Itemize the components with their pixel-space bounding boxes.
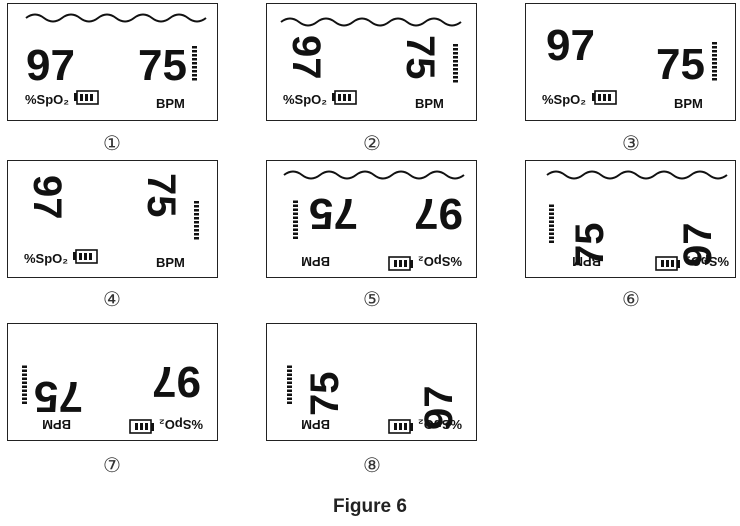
spo2-value: 97 bbox=[26, 41, 75, 90]
pulse-label: BPM bbox=[301, 417, 330, 432]
pleth-waveform-icon bbox=[283, 170, 465, 180]
battery-icon bbox=[73, 249, 98, 264]
spo2-label: %SpO₂ bbox=[542, 92, 586, 107]
figure-caption: Figure 6 bbox=[333, 496, 407, 517]
spo2-label: %SpO₂ bbox=[685, 254, 729, 269]
panel-content: 97 75 %SpO₂ BPM bbox=[280, 17, 462, 111]
battery-icon bbox=[129, 419, 154, 434]
battery-icon bbox=[332, 90, 357, 105]
pulse-value: 75 bbox=[656, 40, 705, 89]
panel-content: 97 75 %SpO₂ BPM bbox=[542, 21, 717, 111]
spo2-value: 97 bbox=[152, 357, 201, 406]
display-panel-3: 97 75 %SpO₂ BPM bbox=[525, 3, 736, 121]
pulse-bar-icon bbox=[22, 365, 27, 404]
pulse-bar-icon bbox=[192, 46, 197, 81]
pulse-label: BPM bbox=[156, 255, 185, 270]
spo2-label: %SpO₂ bbox=[24, 251, 68, 266]
pulse-bar-icon bbox=[287, 365, 292, 404]
pulse-bar-icon bbox=[194, 201, 199, 240]
panel-marker-3: ③ bbox=[622, 131, 640, 155]
panel-content: 97 75 %SpO₂ BPM bbox=[546, 170, 729, 271]
battery-icon bbox=[74, 90, 99, 105]
pulse-label: BPM bbox=[42, 417, 71, 432]
pulse-bar-icon bbox=[293, 200, 298, 239]
battery-icon bbox=[592, 90, 617, 105]
spo2-value: 97 bbox=[414, 189, 463, 238]
pulse-label: BPM bbox=[415, 96, 444, 111]
battery-icon bbox=[655, 256, 680, 271]
spo2-value: 97 bbox=[284, 35, 328, 80]
pulse-value: 75 bbox=[34, 372, 83, 421]
display-panel-7: 97 75 %SpO₂ BPM bbox=[7, 323, 218, 441]
pulse-label: BPM bbox=[674, 96, 703, 111]
panel-marker-2: ② bbox=[363, 131, 381, 155]
spo2-value: 97 bbox=[417, 386, 461, 431]
panel-marker-8: ⑧ bbox=[363, 453, 381, 477]
pulse-value: 75 bbox=[568, 223, 612, 268]
pulse-bar-icon bbox=[453, 44, 458, 83]
pulse-bar-icon bbox=[549, 204, 554, 243]
spo2-value: 97 bbox=[25, 175, 69, 220]
pleth-waveform-icon bbox=[280, 17, 462, 27]
spo2-label: %SpO₂ bbox=[159, 417, 203, 432]
battery-icon bbox=[388, 256, 413, 271]
display-panel-2: 97 75 %SpO₂ BPM bbox=[266, 3, 477, 121]
panel-content: 97 75 %SpO₂ BPM bbox=[24, 173, 199, 270]
spo2-label: %SpO₂ bbox=[418, 254, 462, 269]
panel-marker-5: ⑤ bbox=[363, 287, 381, 311]
pulse-bar-icon bbox=[712, 42, 717, 81]
panel-marker-4: ④ bbox=[103, 287, 121, 311]
panel-marker-7: ⑦ bbox=[103, 453, 121, 477]
display-panel-5: 97 75 %SpO₂ BPM bbox=[266, 160, 477, 278]
panel-content: 97 75 %SpO₂ BPM bbox=[22, 357, 203, 434]
pulse-label: BPM bbox=[572, 254, 601, 269]
display-panel-1: 97 75 %SpO₂ BPM bbox=[7, 3, 218, 121]
panel-content: 97 75 %SpO₂ BPM bbox=[287, 365, 462, 434]
display-panel-4: 97 75 %SpO₂ BPM bbox=[7, 160, 218, 278]
pleth-waveform-icon bbox=[25, 13, 207, 23]
panel-content: 97 75 %SpO₂ BPM bbox=[25, 13, 207, 111]
pulse-value: 75 bbox=[139, 173, 183, 218]
pulse-label: BPM bbox=[156, 96, 185, 111]
pulse-value: 75 bbox=[309, 189, 358, 238]
pulse-value: 75 bbox=[303, 372, 347, 417]
battery-icon bbox=[388, 419, 413, 434]
pleth-waveform-icon bbox=[546, 170, 728, 180]
pulse-value: 75 bbox=[398, 35, 442, 80]
display-panel-6: 97 75 %SpO₂ BPM bbox=[525, 160, 736, 278]
panel-marker-6: ⑥ bbox=[622, 287, 640, 311]
spo2-label: %SpO₂ bbox=[418, 417, 462, 432]
panel-marker-1: ① bbox=[103, 131, 121, 155]
display-panel-8: 97 75 %SpO₂ BPM bbox=[266, 323, 477, 441]
panel-content: 97 75 %SpO₂ BPM bbox=[283, 170, 465, 271]
spo2-label: %SpO₂ bbox=[283, 92, 327, 107]
spo2-value: 97 bbox=[546, 21, 595, 70]
pulse-value: 75 bbox=[138, 41, 187, 90]
pulse-label: BPM bbox=[301, 254, 330, 269]
spo2-label: %SpO₂ bbox=[25, 92, 69, 107]
spo2-value: 97 bbox=[676, 223, 720, 268]
